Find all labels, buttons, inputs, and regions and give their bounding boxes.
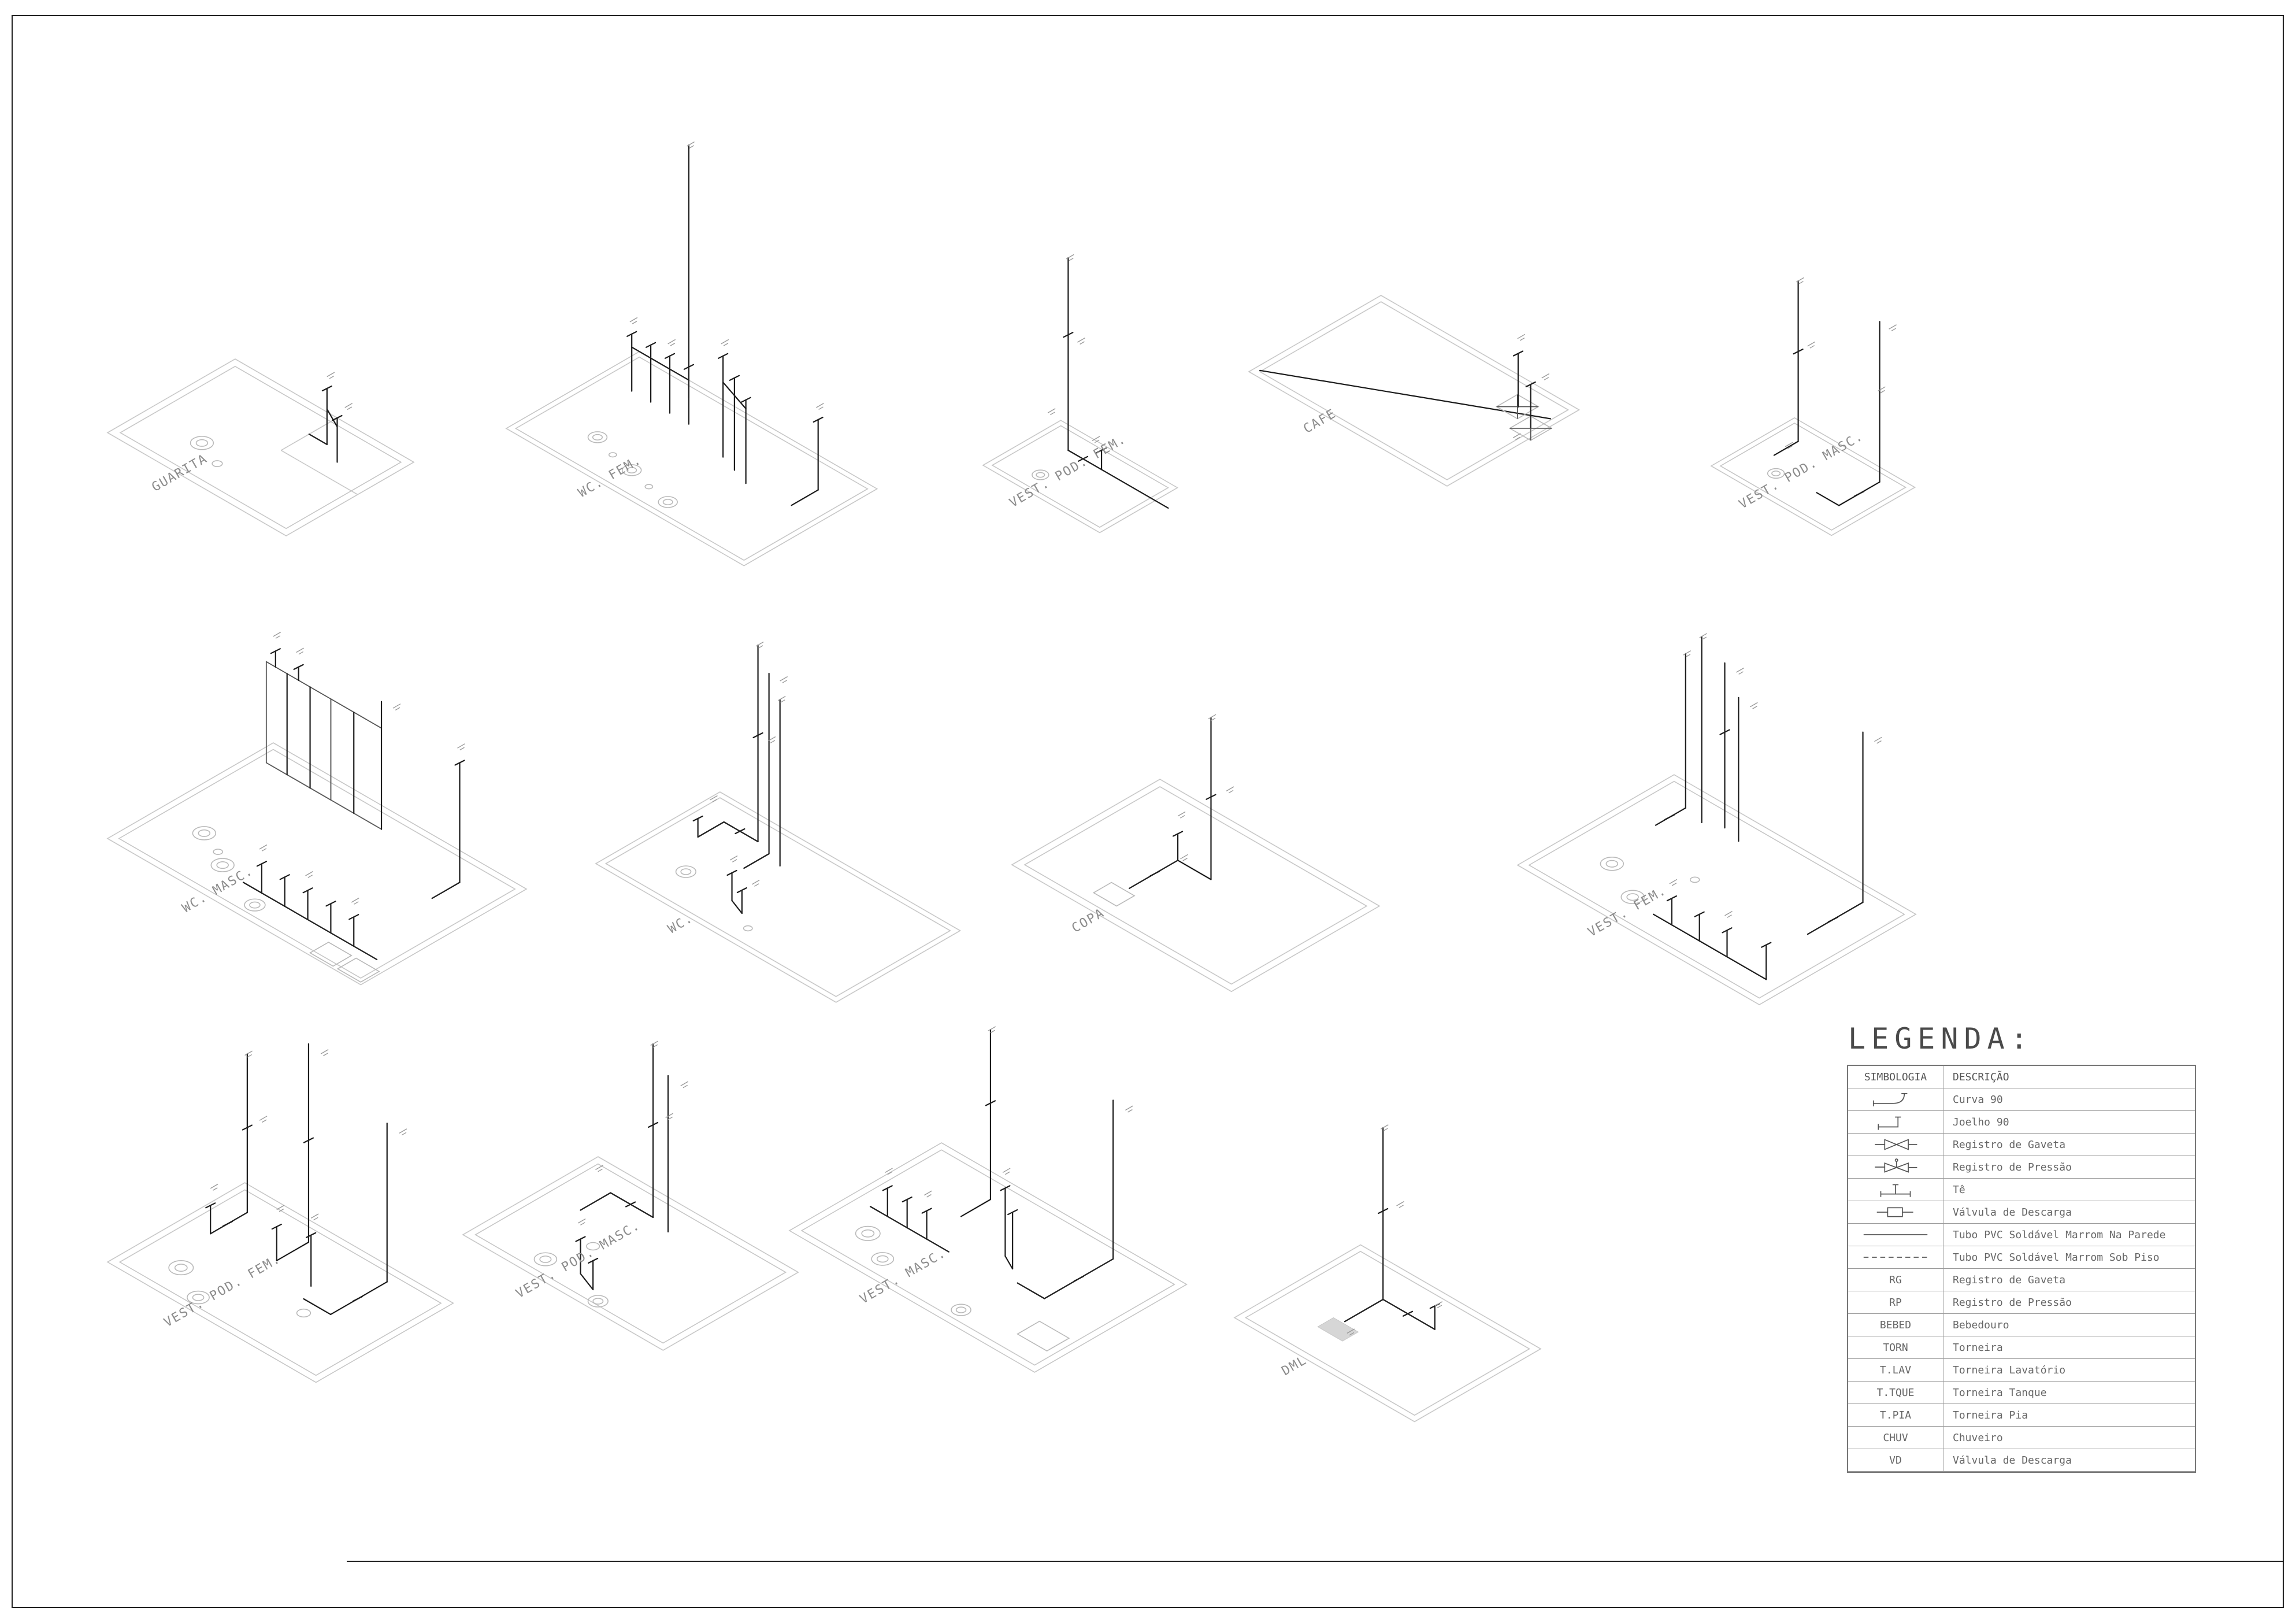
iso-diagram-wc-masc: WC. MASC. xyxy=(87,616,548,1029)
iso-diagram-vest-pod-fem-1: VEST. POD. FEM. xyxy=(962,237,1199,577)
legend-abbr-text: VD xyxy=(1889,1454,1902,1467)
legend-title: LEGENDA: xyxy=(1848,1022,2034,1056)
iso-diagram-copa: COPA xyxy=(991,697,1400,1036)
legend-symbol-linha xyxy=(1848,1224,1943,1246)
room-label: VEST. POD. MASC. xyxy=(1737,429,1866,512)
legend-symbol-tpia: T.PIA xyxy=(1848,1404,1943,1427)
legend-abbr-text: RG xyxy=(1889,1273,1902,1286)
legend-description: Registro de Pressão xyxy=(1943,1291,2195,1314)
legend-description: Torneira xyxy=(1943,1336,2195,1359)
legend-description: Registro de Pressão xyxy=(1943,1156,2195,1179)
legend-symbol-te xyxy=(1848,1179,1943,1201)
legend-abbr-text: CHUV xyxy=(1883,1431,1908,1444)
room-label: VEST. POD. MASC. xyxy=(513,1219,643,1302)
legend-symbol-chuv: CHUV xyxy=(1848,1427,1943,1449)
legend-abbr-text: T.TQUE xyxy=(1876,1386,1915,1399)
room-label: VEST. MASC. xyxy=(858,1246,949,1307)
legend-symbol-curva90 xyxy=(1848,1088,1943,1111)
te-icon xyxy=(1880,1184,1911,1197)
legend-description: Registro de Gaveta xyxy=(1943,1134,2195,1156)
legend-header-simbologia: SIMBOLOGIA xyxy=(1848,1066,1943,1088)
legend-symbol-bebed: BEBED xyxy=(1848,1314,1943,1336)
legend-symbol-vd: VD xyxy=(1848,1449,1943,1472)
legend-description: Chuveiro xyxy=(1943,1427,2195,1449)
legend-description: Válvula de Descarga xyxy=(1943,1201,2195,1224)
room-label: GUARITA xyxy=(150,451,210,495)
legend-abbr-text: T.LAV xyxy=(1879,1364,1912,1376)
legend-description: Válvula de Descarga xyxy=(1943,1449,2195,1472)
legend-header-descricao: DESCRIÇÃO xyxy=(1943,1066,2195,1088)
titleblock-top-line xyxy=(347,1561,2283,1562)
tracejada-icon xyxy=(1863,1257,1928,1258)
legend-description: Bebedouro xyxy=(1943,1314,2195,1336)
room-label: VEST. POD. FEM. xyxy=(162,1251,284,1330)
iso-diagram-wc: WC. xyxy=(575,624,981,1046)
legend-abbr-text: T.PIA xyxy=(1879,1409,1912,1421)
legend-symbol-joelho90 xyxy=(1848,1111,1943,1134)
room-label: COPA xyxy=(1070,906,1107,936)
iso-diagram-cafe: CAFE xyxy=(1228,275,1600,530)
legend-abbr-text: TORN xyxy=(1883,1341,1908,1354)
legend-symbol-ttque: T.TQUE xyxy=(1848,1382,1943,1404)
iso-diagram-vest-pod-fem-2: VEST. POD. FEM. xyxy=(87,1023,474,1427)
legend-symbol-rp: RP xyxy=(1848,1291,1943,1314)
legend-description: Tubo PVC Soldável Marrom Sob Piso xyxy=(1943,1246,2195,1269)
legend-symbol-rg: RG xyxy=(1848,1269,1943,1291)
iso-diagram-vest-pod-masc-2: VEST. POD. MASC. xyxy=(442,1023,819,1394)
legend-description: Joelho 90 xyxy=(1943,1111,2195,1134)
legend-symbol-pressao xyxy=(1848,1156,1943,1179)
legend-symbol-tlav: T.LAV xyxy=(1848,1359,1943,1382)
room-label: DML xyxy=(1279,1353,1310,1379)
room-label: WC. xyxy=(666,911,696,937)
legend-description: Registro de Gaveta xyxy=(1943,1269,2195,1291)
iso-diagram-guarita: GUARITA xyxy=(87,338,435,580)
legend-symbol-torn: TORN xyxy=(1848,1336,1943,1359)
sheet-border xyxy=(12,15,2284,1608)
legend-symbol-gaveta xyxy=(1848,1134,1943,1156)
legend-abbr-text: BEBED xyxy=(1879,1319,1912,1331)
iso-diagram-wc-fem: WC. FEM. xyxy=(485,124,898,610)
room-label: WC. FEM. xyxy=(576,453,644,501)
iso-diagram-dml: DML xyxy=(1214,1107,1561,1466)
legend-description: Tê xyxy=(1943,1179,2195,1201)
legend-description: Torneira Tanque xyxy=(1943,1382,2195,1404)
legend-description: Torneira Pia xyxy=(1943,1404,2195,1427)
linha-icon xyxy=(1863,1234,1928,1235)
legend-abbr-text: RP xyxy=(1889,1296,1902,1309)
legend-symbol-vd xyxy=(1848,1201,1943,1224)
joelho90-icon xyxy=(1878,1116,1901,1130)
gaveta-icon xyxy=(1875,1139,1917,1150)
room-label: CAFE xyxy=(1301,406,1338,436)
pressao-icon xyxy=(1875,1158,1917,1173)
vd-icon xyxy=(1876,1207,1913,1217)
iso-diagram-vest-masc: VEST. MASC. xyxy=(769,1009,1208,1416)
legend-symbol-tracejada xyxy=(1848,1246,1943,1269)
curva90-icon xyxy=(1872,1093,1908,1106)
legend-description: Tubo PVC Soldável Marrom Na Parede xyxy=(1943,1224,2195,1246)
iso-diagram-vest-pod-masc-1: VEST. POD. MASC. xyxy=(1690,260,1936,580)
legend-description: Torneira Lavatório xyxy=(1943,1359,2195,1382)
iso-diagram-vest-fem: VEST. FEM. xyxy=(1497,616,1937,1049)
legend-description: Curva 90 xyxy=(1943,1088,2195,1111)
